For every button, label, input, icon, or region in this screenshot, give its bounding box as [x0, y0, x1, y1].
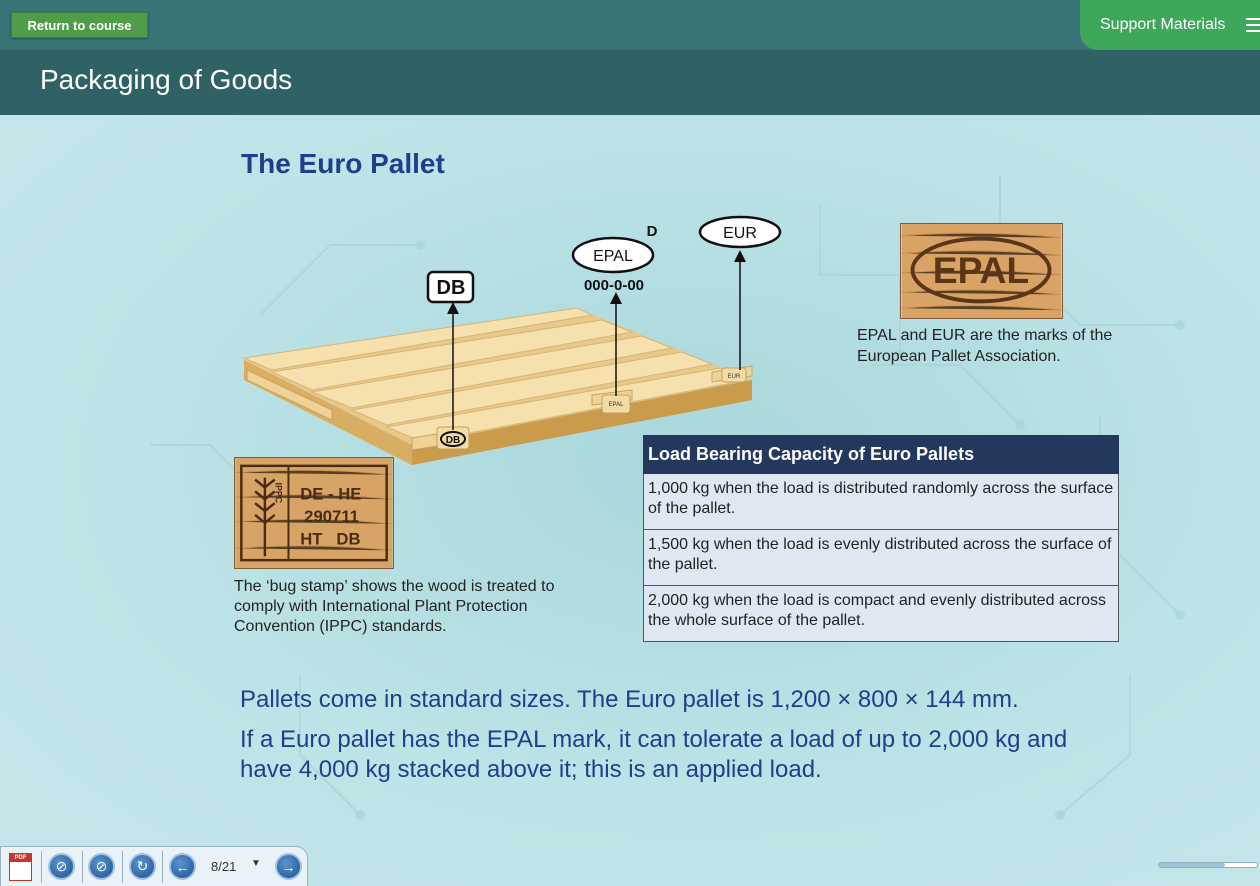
ippc-stamp-image: IPPC DE - HE 290711 HT DB [234, 457, 394, 569]
epal-mark-label: EPAL [593, 248, 633, 265]
pallet-illustration: DB EPAL EUR [242, 307, 753, 465]
return-to-course-button[interactable]: Return to course [11, 12, 148, 38]
block-epal-mark: EPAL [609, 402, 625, 408]
block-eur-mark: EUR [728, 374, 741, 380]
mute-icon: ⊘ [95, 858, 108, 874]
db-mark-label: DB [437, 277, 466, 299]
block-db-mark: DB [446, 435, 460, 446]
epal-mark-oval [571, 236, 655, 274]
pdf-label: PDF [10, 854, 31, 862]
applied-load-text: If a Euro pallet has the EPAL mark, it c… [240, 726, 1068, 783]
page-indicator: 8/21 [211, 859, 237, 874]
player-toolbar: PDF ⊘ ⊘ ↻ ← 8/21 ▼ → [0, 846, 308, 886]
stamp-caption: The ‘bug stamp’ shows the wood is treate… [234, 578, 555, 635]
no-audio-icon: ⊘ [55, 858, 68, 874]
pdf-icon[interactable]: PDF [9, 853, 32, 881]
ippc-letters: IPPC [274, 483, 284, 504]
epal-brand-image: EPAL [900, 223, 1063, 319]
top-bar: Return to course Support Materials [0, 0, 1260, 50]
progress-fill [1159, 863, 1225, 867]
epal-caption: EPAL and EUR are the marks of the Europe… [857, 327, 1113, 365]
slide-title: The Euro Pallet [241, 148, 445, 179]
table-row: 1,500 kg when the load is evenly distrib… [643, 529, 1119, 586]
stop-audio-button[interactable]: ⊘ [48, 853, 75, 880]
progress-bar [1158, 862, 1258, 868]
support-materials-label: Support Materials [1100, 16, 1226, 33]
stamp-line-3: HT DB [300, 529, 360, 548]
mute-button[interactable]: ⊘ [88, 853, 115, 880]
arrow-right-icon: → [281, 858, 296, 875]
eur-mark-label: EUR [723, 225, 757, 242]
previous-page-button[interactable]: ← [169, 853, 196, 880]
next-page-button[interactable]: → [275, 853, 302, 880]
epal-brand-text: EPAL [933, 249, 1029, 291]
standard-size-text: Pallets come in standard sizes. The Euro… [240, 686, 1019, 713]
load-bearing-table: Load Bearing Capacity of Euro Pallets 1,… [643, 435, 1119, 642]
db-mark-box [426, 270, 475, 304]
table-row: 2,000 kg when the load is compact and ev… [643, 585, 1119, 642]
stamp-line-2: 290711 [304, 507, 359, 526]
arrow-left-icon: ← [175, 858, 190, 875]
euro-pallet-diagram: DB EPAL EUR DB EPAL D 000-0-00 EUR [242, 215, 782, 465]
epal-d-label: D [647, 223, 658, 240]
menu-icon[interactable] [1246, 18, 1260, 36]
epal-code-label: 000-0-00 [584, 277, 644, 294]
replay-button[interactable]: ↻ [129, 853, 156, 880]
table-header: Load Bearing Capacity of Euro Pallets [643, 435, 1119, 474]
page-dropdown-icon[interactable]: ▼ [251, 858, 261, 869]
eur-mark-oval [698, 215, 782, 249]
replay-icon: ↻ [136, 858, 149, 874]
title-bar: Packaging of Goods [0, 50, 1260, 115]
support-materials-tab[interactable]: Support Materials [1080, 0, 1260, 50]
table-row: 1,000 kg when the load is distributed ra… [643, 473, 1119, 530]
stamp-line-1: DE - HE [300, 484, 361, 503]
page-title: Packaging of Goods [40, 64, 293, 95]
